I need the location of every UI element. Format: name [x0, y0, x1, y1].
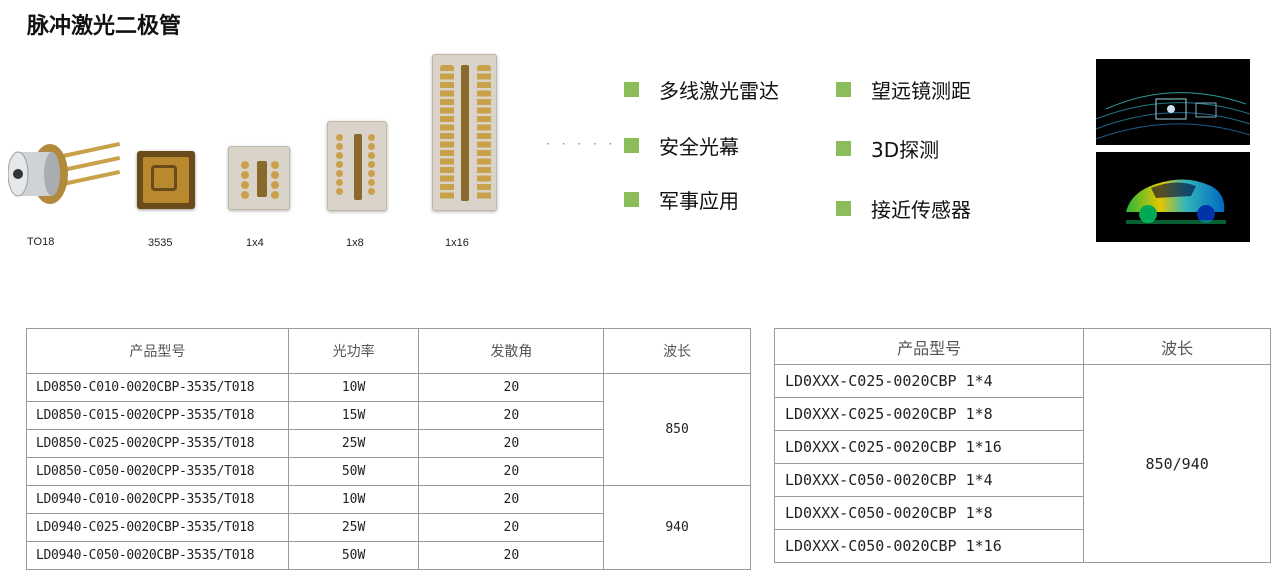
- application-item: 望远镜测距: [836, 75, 971, 104]
- 3535-package-image: [137, 151, 195, 209]
- lidar-pointcloud-street-image: [1096, 59, 1250, 145]
- column-header-wavelength: 波长: [603, 328, 751, 374]
- table-row: LD0940-C010-0020CPP-3535/T018 10W 20 940: [26, 485, 751, 570]
- 1x4-array-image: [228, 146, 290, 210]
- table-row: LD0850-C050-0020CPP-3535/T018 50W 20: [26, 457, 751, 486]
- application-item: 接近传感器: [836, 194, 971, 223]
- table-row: LD0XXX-C050-0020CBP 1*4: [773, 463, 1271, 497]
- application-item: 多线激光雷达: [624, 75, 779, 104]
- bullet-square-icon: [624, 192, 639, 207]
- wavelength-cell: 850: [603, 373, 751, 486]
- table-row: LD0940-C050-0020CBP-3535/T018 50W 20: [26, 541, 751, 570]
- bullet-square-icon: [836, 201, 851, 216]
- lidar-pointcloud-car-image: [1096, 152, 1250, 242]
- table-header-row: 产品型号 光功率 发散角 波长: [26, 328, 751, 374]
- application-item: 3D探测: [836, 134, 939, 163]
- column-header-power: 光功率: [287, 328, 420, 374]
- table-row: LD0850-C010-0020CBP-3535/T018 10W 20 850: [26, 373, 751, 486]
- column-header-wavelength: 波长: [1083, 328, 1271, 365]
- package-label-1x8: 1x8: [346, 237, 364, 249]
- product-spec-table: 产品型号 光功率 发散角 波长 LD0850-C010-0020CBP-3535…: [26, 328, 751, 570]
- table-header-row: 产品型号 波长: [773, 328, 1271, 365]
- bullet-square-icon: [624, 138, 639, 153]
- page-title: 脉冲激光二极管: [27, 14, 182, 39]
- application-item: 军事应用: [624, 185, 739, 214]
- bullet-square-icon: [836, 141, 851, 156]
- column-header-model: 产品型号: [26, 328, 289, 374]
- 1x8-array-image: [327, 121, 387, 211]
- table-row: LD0XXX-C025-0020CBP 1*4 850/940: [773, 364, 1271, 563]
- 1x16-array-image: [432, 54, 497, 211]
- table-row: LD0850-C025-0020CPP-3535/T018 25W 20: [26, 429, 751, 458]
- column-header-angle: 发散角: [418, 328, 605, 374]
- application-item: 安全光幕: [624, 131, 739, 160]
- table-row: LD0XXX-C025-0020CBP 1*8: [773, 397, 1271, 431]
- package-label-3535: 3535: [148, 237, 173, 249]
- table-row: LD0XXX-C025-0020CBP 1*16: [773, 430, 1271, 464]
- bullet-square-icon: [624, 82, 639, 97]
- package-label-1x4: 1x4: [246, 237, 264, 249]
- to18-package-image: [8, 141, 121, 204]
- table-row: LD0850-C015-0020CPP-3535/T018 15W 20: [26, 401, 751, 430]
- table-row: LD0940-C025-0020CBP-3535/T018 25W 20: [26, 513, 751, 542]
- package-label-to18: TO18: [27, 236, 55, 248]
- wavelength-cell: 940: [603, 485, 751, 570]
- table-row: LD0XXX-C050-0020CBP 1*8: [773, 496, 1271, 530]
- ellipsis-dots: · · · · · ·: [546, 137, 632, 151]
- column-header-model: 产品型号: [773, 328, 1085, 365]
- table-row: LD0XXX-C050-0020CBP 1*16: [773, 529, 1271, 563]
- array-product-table: 产品型号 波长 LD0XXX-C025-0020CBP 1*4 850/940 …: [773, 328, 1271, 563]
- package-label-1x16: 1x16: [445, 237, 469, 249]
- bullet-square-icon: [836, 82, 851, 97]
- wavelength-cell: 850/940: [1083, 364, 1271, 563]
